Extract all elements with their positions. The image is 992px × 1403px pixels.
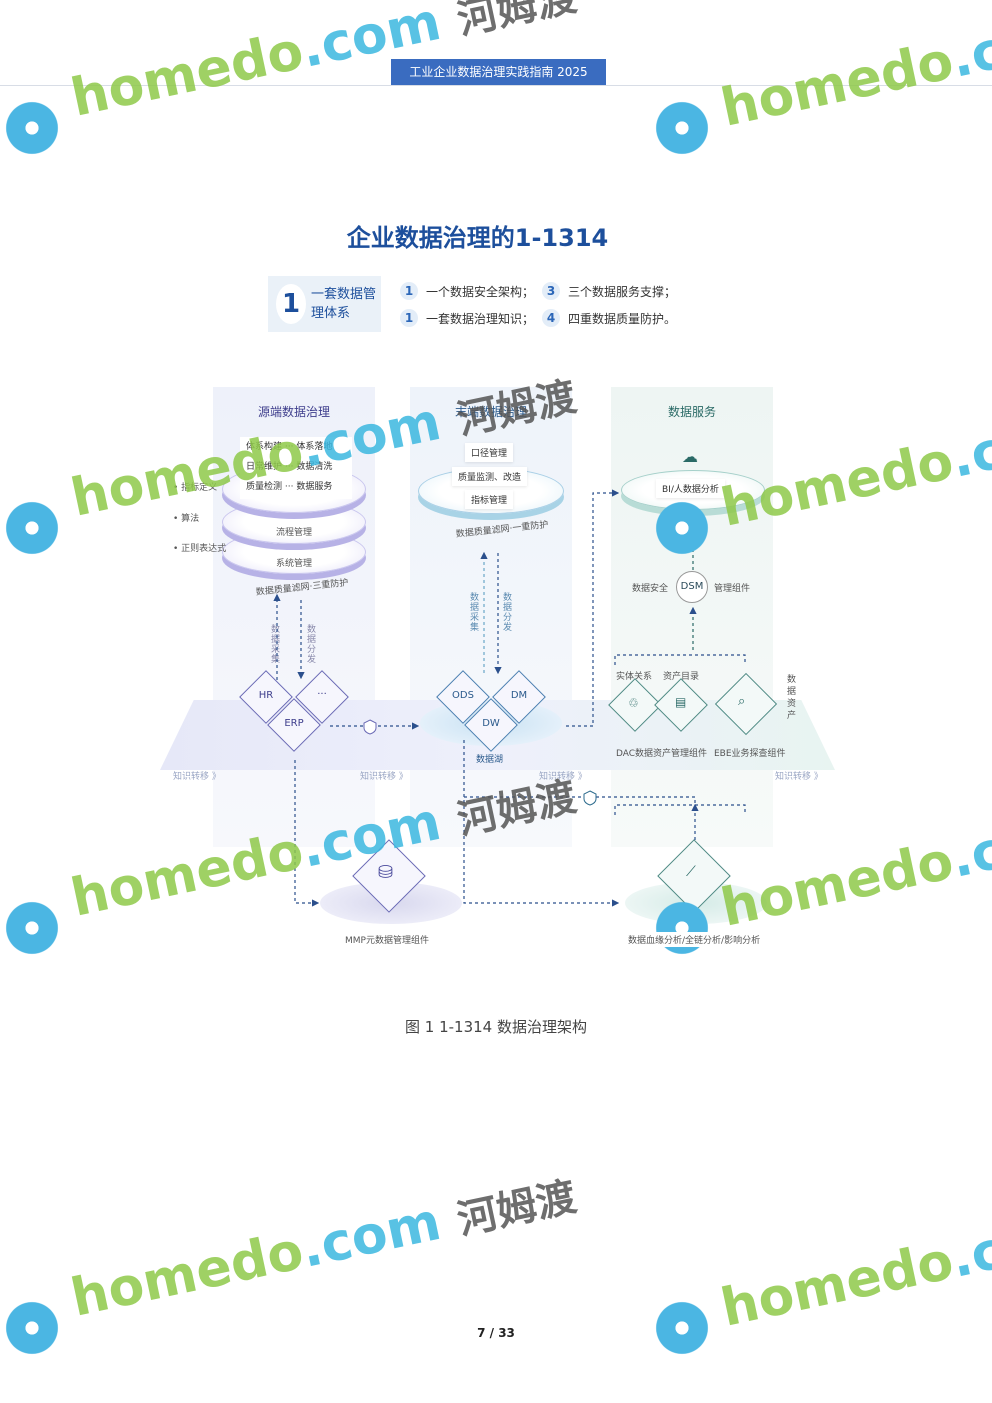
tag: 数据清洗 — [296, 462, 333, 472]
cloud-icon: ☁ — [682, 447, 698, 466]
figure-caption: 图 1 1-1314 数据治理架构 — [405, 1018, 587, 1036]
tag: 数据服务 — [296, 482, 333, 492]
search-icon: ⌕ — [738, 694, 746, 709]
assets-label: 数据资产 — [787, 675, 797, 721]
hr-label: HR — [258, 690, 274, 701]
page-total: 33 — [498, 1326, 515, 1340]
tag: 质量检测 — [246, 482, 283, 492]
item-text: 一个数据安全架构； — [426, 284, 535, 299]
tag: 口径管理 — [465, 443, 514, 462]
tag: 日常维护 — [246, 462, 283, 472]
tag: 体系构建 — [246, 442, 283, 452]
side-text: 指标定义 — [181, 483, 218, 493]
watermark-logo-icon — [652, 1298, 712, 1358]
summary-number: 1 — [276, 284, 306, 324]
connector-lines — [273, 489, 746, 907]
item-badge: 1 — [400, 309, 418, 327]
source-title: 源端数据治理 — [257, 405, 330, 419]
item-text: 三个数据服务支撑； — [568, 284, 677, 299]
component-label: 管理组件 — [714, 584, 751, 594]
collect-label: 数据采集 — [271, 625, 281, 665]
target-column — [410, 387, 572, 847]
header-divider — [0, 85, 992, 86]
watermark: homedo.com 河姆渡 — [66, 1173, 581, 1329]
lineage-icon: ⟋ — [686, 864, 696, 880]
page-sep: / — [489, 1326, 495, 1340]
source-tags: 体系构建 ··· 体系落地 日常维护 ··· 数据清洗 质量检测 ··· 数据服… — [240, 437, 352, 499]
summary-item: 4 四重数据质量防护。 — [542, 309, 676, 327]
watermark: homedo.com — [716, 1201, 992, 1339]
knowledge-transfer: 知识转移 》 — [360, 772, 408, 782]
item-badge: 1 — [400, 282, 418, 300]
dm-label: DM — [510, 690, 528, 701]
entity-label: 实体关系 — [616, 672, 653, 682]
page-number: 7 / 33 — [0, 1326, 992, 1340]
item-badge: 4 — [542, 309, 560, 327]
watermark-logo-icon — [2, 498, 62, 558]
summary-item: 1 一个数据安全架构； — [400, 282, 534, 300]
recycle-icon: ♲ — [628, 696, 639, 710]
watermark-logo-icon — [652, 498, 712, 558]
ods-label: ODS — [452, 690, 474, 701]
doc-title: 工业企业数据治理实践指南 2025 — [391, 59, 606, 85]
layer-process: 流程管理 — [275, 528, 312, 538]
item-text: 一套数据治理知识； — [426, 311, 535, 326]
lineage-label: 数据血缘分析/全链分析/影响分析 — [626, 932, 763, 947]
page-current: 7 — [477, 1326, 486, 1340]
watermark-logo-icon — [2, 1298, 62, 1358]
catalog-label: 资产目录 — [663, 672, 700, 682]
tag: 质量监测、改造 — [452, 467, 528, 486]
more-label: ··· — [317, 689, 327, 700]
side-label: • 正则表达式 — [173, 544, 227, 554]
mmp-label: MMP元数据管理组件 — [345, 936, 429, 946]
summary-item: 3 三个数据服务支撑； — [542, 282, 676, 300]
tag: 体系落地 — [296, 442, 333, 452]
knowledge-transfer: 知识转移 》 — [539, 772, 587, 782]
distribute-label: 数据分发 — [307, 625, 317, 665]
tag: 指标管理 — [465, 490, 514, 509]
watermark-logo-icon — [652, 98, 712, 158]
service-title: 数据服务 — [667, 405, 716, 419]
side-text: 算法 — [181, 514, 200, 524]
summary-item: 1 一套数据治理知识； — [400, 309, 534, 327]
dsm-badge: DSM — [676, 571, 708, 603]
knowledge-transfer: 知识转移 》 — [775, 772, 823, 782]
side-label: • 指标定义 — [173, 483, 218, 493]
side-label: • 算法 — [173, 514, 200, 524]
watermark-logo-icon — [2, 98, 62, 158]
item-text: 四重数据质量防护。 — [568, 311, 677, 326]
page-title: 企业数据治理的1-1314 — [346, 224, 609, 252]
dac-label: DAC数据资产管理组件 — [616, 749, 708, 759]
target-title: 末端数据治理 — [454, 405, 527, 419]
watermark-logo-icon — [652, 898, 712, 958]
lake-label: 数据湖 — [476, 755, 504, 765]
bi-label: BI/人数据分析 — [656, 479, 725, 498]
erp-label: ERP — [284, 718, 304, 729]
side-text: 正则表达式 — [181, 544, 227, 554]
summary-label: 一套数据管理体系 — [311, 287, 377, 321]
item-badge: 3 — [542, 282, 560, 300]
collect-label: 数据采集 — [470, 593, 480, 633]
security-label: 数据安全 — [632, 584, 669, 594]
dw-label: DW — [482, 718, 500, 729]
database-gear-icon: ⛁ — [378, 862, 394, 883]
distribute-label: 数据分发 — [503, 593, 513, 633]
document-icon: ▤ — [675, 695, 687, 709]
service-column — [611, 387, 773, 847]
watermark-logo-icon — [2, 898, 62, 958]
knowledge-transfer: 知识转移 》 — [173, 772, 221, 782]
ebe-label: EBE业务探查组件 — [714, 749, 786, 759]
layer-system: 系统管理 — [275, 559, 312, 569]
